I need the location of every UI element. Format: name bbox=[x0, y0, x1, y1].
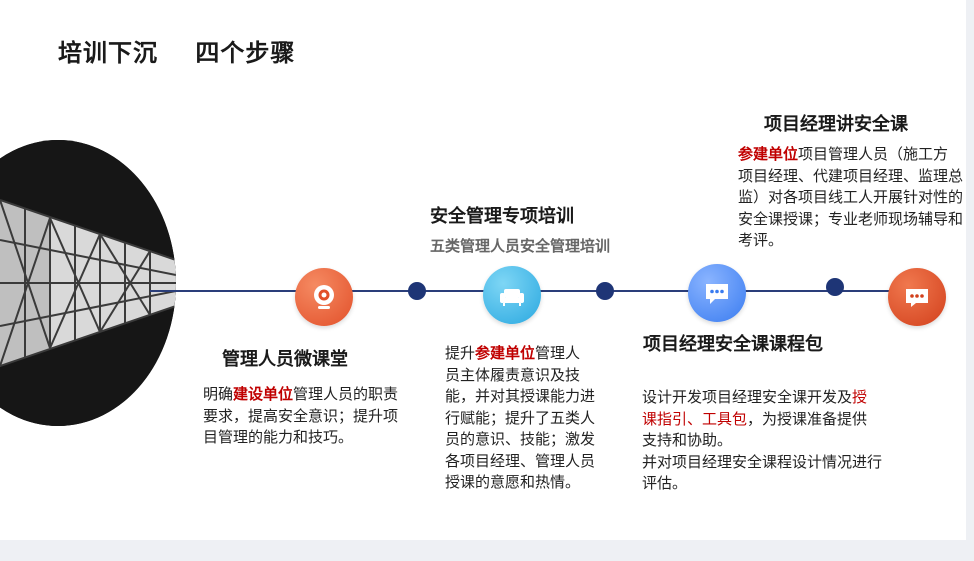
step-4-highlight: 参建单位 bbox=[738, 145, 798, 163]
step-2-subheading: 五类管理人员安全管理培训 bbox=[430, 235, 610, 256]
step-3-heading: 项目经理安全课课程包 bbox=[643, 330, 823, 356]
step-3-text: 设计开发项目经理安全课开发及授课指引、工具包，为授课准备提供支持和协助。 并对项… bbox=[642, 387, 882, 495]
step-2-heading: 安全管理专项培训 bbox=[430, 202, 574, 228]
step-1-text: 明确建设单位管理人员的职责要求，提高安全意识；提升项目管理的能力和技巧。 bbox=[203, 384, 408, 449]
step-2-icon-circle bbox=[483, 266, 541, 324]
slide: 培训下沉 四个步骤 bbox=[0, 0, 966, 540]
step-3-paragraph-1: 设计开发项目经理安全课开发及授课指引、工具包，为授课准备提供支持和协助。 bbox=[642, 387, 882, 452]
bottom-bar bbox=[0, 540, 974, 561]
timeline-dot bbox=[826, 278, 844, 296]
step-1-highlight: 建设单位 bbox=[233, 385, 293, 403]
architecture-photo bbox=[0, 140, 176, 426]
step-2-text: 提升参建单位管理人员主体履责意识及技能，并对其授课能力进行赋能；提升了五类人员的… bbox=[445, 343, 595, 494]
timeline-dot bbox=[408, 282, 426, 300]
step-1-text-pre: 明确 bbox=[203, 385, 233, 403]
chat-icon bbox=[702, 278, 732, 308]
step-2-text-pre: 提升 bbox=[445, 344, 475, 362]
step-3-text-pre: 设计开发项目经理安全课开发及 bbox=[642, 388, 852, 406]
step-1-heading: 管理人员微课堂 bbox=[222, 345, 348, 371]
sofa-icon bbox=[497, 280, 527, 310]
webcam-icon bbox=[309, 282, 339, 312]
page-title: 培训下沉 四个步骤 bbox=[58, 33, 295, 68]
step-4-text: 参建单位项目管理人员（施工方项目经理、代建项目经理、监理总监）对各项目线工人开展… bbox=[738, 144, 963, 252]
step-4-icon-circle bbox=[888, 268, 946, 326]
timeline-dot bbox=[596, 282, 614, 300]
step-1-icon-circle bbox=[295, 268, 353, 326]
message-icon bbox=[902, 282, 932, 312]
step-3-paragraph-2: 并对项目经理安全课程设计情况进行评估。 bbox=[642, 452, 882, 495]
step-3-icon-circle bbox=[688, 264, 746, 322]
step-2-highlight: 参建单位 bbox=[475, 344, 535, 362]
step-4-heading: 项目经理讲安全课 bbox=[764, 110, 908, 136]
step-2-text-post: 管理人员主体履责意识及技能，并对其授课能力进行赋能；提升了五类人员的意识、技能；… bbox=[445, 344, 595, 491]
